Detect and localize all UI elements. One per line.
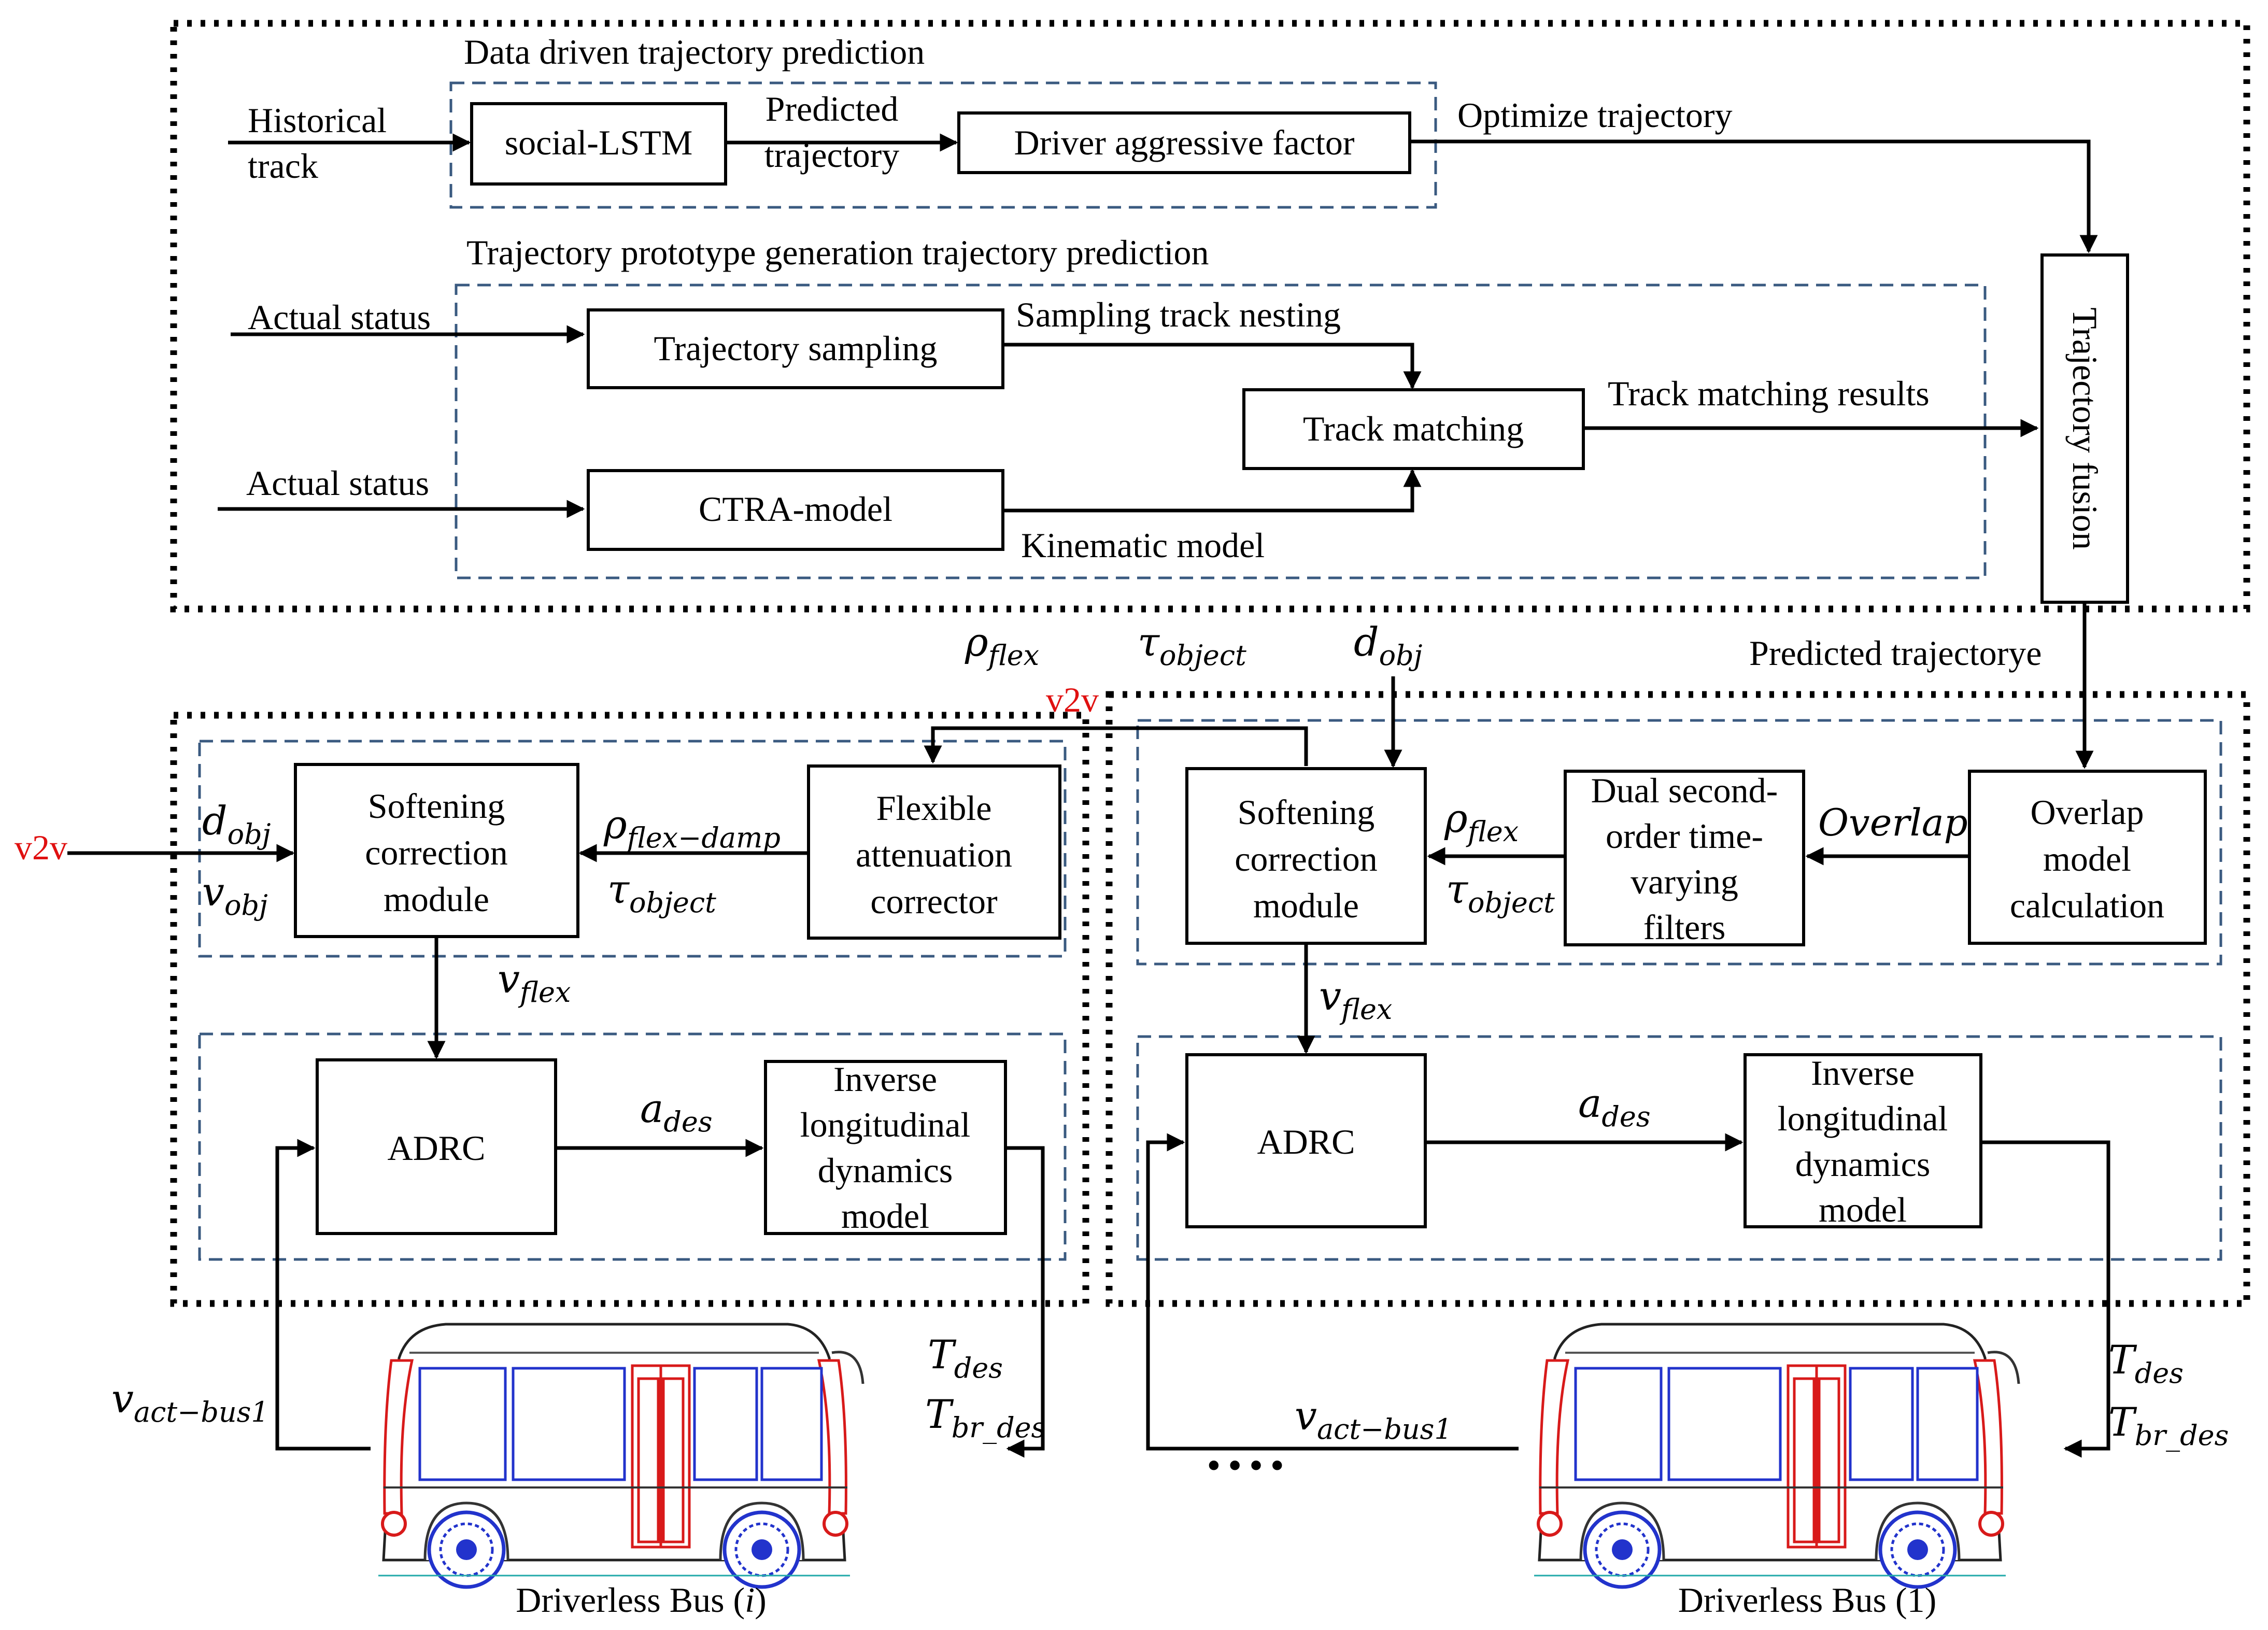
trajectory-fusion-label: Trajectory fusion (2065, 307, 2105, 550)
d-obj-label: dobj (1354, 619, 1422, 672)
right-inverse-label-4: model (1819, 1190, 1907, 1229)
actual-status-label-2: Actual status (246, 463, 429, 503)
right-t-des-label: Tdes (2108, 1337, 2184, 1390)
track-matching-results-label: Track matching results (1608, 374, 1930, 413)
left-inverse-label-2: longitudinal (800, 1105, 971, 1144)
track-matching-label: Track matching (1303, 409, 1524, 448)
left-softening-label-1: Softening (368, 786, 505, 826)
predicted-trajectorye-label: Predicted trajectorye (1749, 633, 2042, 673)
bus-i-frame (170, 712, 1089, 1307)
bus-1-caption: Driverless Bus (1) (1678, 1580, 1937, 1620)
optimize-trajectory-label: Optimize trajectory (1457, 95, 1733, 135)
left-adrc-box (316, 1058, 557, 1235)
left-rho-damp-label: ρflex−damp (603, 801, 781, 854)
left-control-region (198, 1032, 1067, 1261)
right-tau-label: τobject (1446, 866, 1555, 919)
left-softening-label-2: correction (365, 833, 508, 872)
overlap-model-label-2: model (2043, 839, 2131, 878)
historical-track-label: Historical (248, 101, 387, 140)
prototype-title: Trajectory prototype generation trajecto… (466, 233, 1209, 272)
dual-filters-label-2: order time- (1606, 816, 1763, 856)
dual-filters-label-4: filters (1643, 908, 1726, 947)
trajectory-sampling-label: Trajectory sampling (654, 329, 937, 368)
overlap-model-label-3: calculation (2010, 886, 2164, 925)
bus-i-image (378, 1324, 863, 1587)
right-v-flex-label: vflex (1319, 973, 1392, 1026)
kinematic-model-label: Kinematic model (1021, 526, 1265, 565)
right-inverse-label-2: longitudinal (1778, 1099, 1948, 1138)
v2v-left-label: v2v (15, 828, 67, 867)
left-adrc-label: ADRC (388, 1128, 486, 1168)
right-v-act-label: vact−bus1 (1295, 1393, 1452, 1445)
driver-factor-label: Driver aggressive factor (1014, 123, 1354, 162)
left-inverse-label-4: model (841, 1196, 929, 1236)
ellipsis-dots: • • • • (1208, 1445, 1283, 1485)
right-correction-region (1136, 719, 2222, 966)
left-t-des-label: Tdes (928, 1331, 1003, 1384)
right-inverse-label-1: Inverse (1811, 1053, 1915, 1093)
trajectory-sampling-box (587, 308, 1004, 389)
right-control-region (1136, 1035, 2222, 1261)
right-softening-label-2: correction (1235, 839, 1378, 878)
overlap-label: Overlap (1818, 801, 1968, 844)
sampling-nesting-label: Sampling track nesting (1016, 295, 1341, 334)
left-inverse-box (764, 1060, 1007, 1235)
dual-filters-box (1564, 770, 1805, 946)
bus-1-image (1534, 1324, 2019, 1587)
v2v-middle-label: v2v (1046, 680, 1099, 719)
right-softening-label-1: Softening (1238, 792, 1374, 832)
left-a-des-label: ades (640, 1085, 713, 1138)
left-v-obj-label: vobj (202, 869, 268, 922)
dual-filters-label-3: varying (1631, 862, 1738, 901)
data-driven-region (449, 81, 1437, 209)
track-matching-box (1242, 388, 1585, 470)
left-t-br-label: Tbr_des (925, 1391, 1045, 1444)
left-tau-label: τobject (607, 866, 716, 919)
bus-i-caption: Driverless Bus (i) (516, 1580, 767, 1620)
actual-status-label-1: Actual status (248, 297, 431, 337)
prototype-region (455, 284, 1987, 579)
left-softening-label-3: module (384, 880, 489, 919)
left-v-act-label: vact−bus1 (111, 1376, 269, 1428)
ctra-model-label: CTRA-model (699, 489, 892, 529)
rho-flex-label: ρflex (965, 619, 1039, 672)
flexible-label-2: attenuation (856, 835, 1012, 874)
left-d-obj-label: dobj (202, 798, 271, 851)
right-inverse-box (1743, 1053, 1982, 1228)
social-lstm-box (470, 102, 727, 186)
right-softening-label-3: module (1253, 886, 1359, 925)
right-t-br-label: Tbr_des (2108, 1399, 2229, 1452)
dual-filters-label-1: Dual second- (1591, 771, 1778, 810)
flexible-label-1: Flexible (876, 788, 992, 828)
left-softening-box (294, 763, 579, 938)
overlap-model-box (1968, 770, 2207, 945)
flexible-label-3: corrector (870, 882, 998, 921)
social-lstm-label: social-LSTM (505, 123, 693, 162)
right-a-des-label: ades (1578, 1080, 1651, 1133)
left-inverse-label-1: Inverse (833, 1059, 937, 1099)
driver-factor-box (957, 111, 1411, 174)
tau-object-label: τobject (1138, 619, 1246, 672)
flexible-corrector-box (807, 764, 1061, 940)
right-inverse-label-3: dynamics (1795, 1144, 1931, 1184)
bus-1-frame (1105, 691, 2250, 1307)
historical-track-label-2: track (248, 146, 318, 186)
overlap-model-label-1: Overlap (2030, 792, 2144, 832)
predicted-trajectory-label: Predicted (766, 89, 899, 129)
left-correction-region (198, 740, 1067, 958)
right-adrc-label: ADRC (1257, 1122, 1355, 1161)
left-v-flex-label: vflex (498, 956, 571, 1009)
right-rho-flex-label: ρflex (1444, 795, 1519, 848)
left-inverse-label-3: dynamics (818, 1151, 953, 1190)
data-driven-title: Data driven trajectory prediction (464, 32, 925, 72)
prediction-frame (170, 20, 2250, 613)
right-softening-box (1185, 767, 1427, 945)
right-adrc-box (1185, 1053, 1427, 1228)
trajectory-fusion-box (2040, 253, 2129, 604)
